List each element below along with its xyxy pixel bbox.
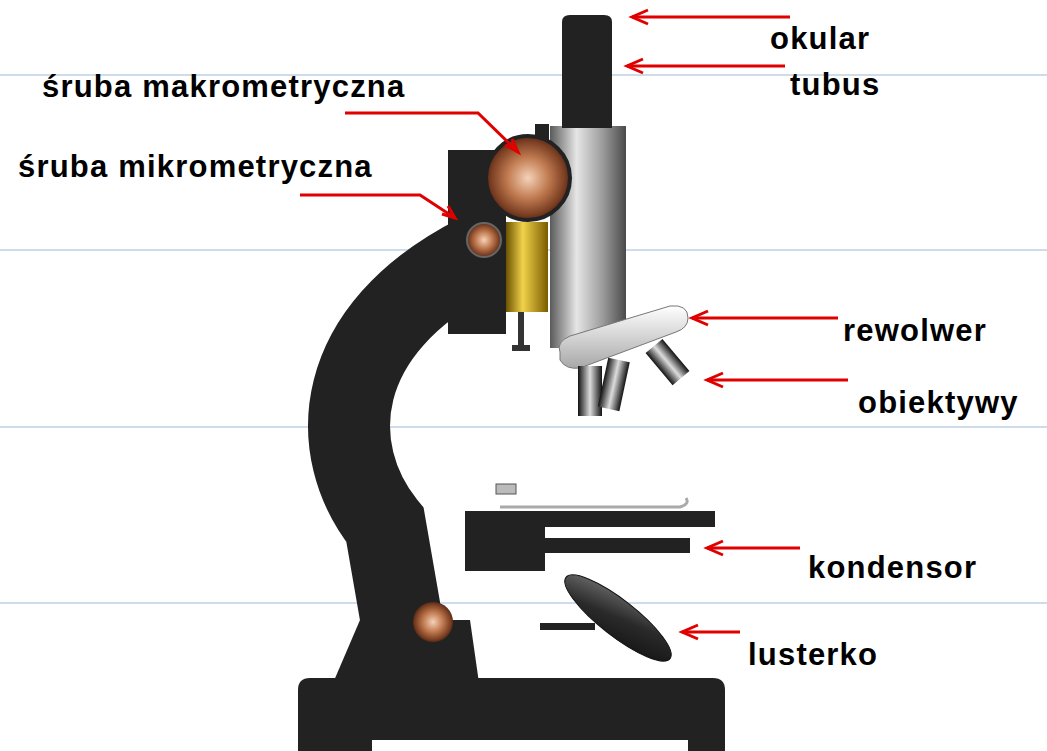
leader-arrows (300, 10, 848, 639)
part-label: okular (770, 22, 870, 56)
base-opening (372, 740, 688, 751)
stage-block (465, 511, 545, 571)
mirror (555, 563, 681, 673)
objective (598, 358, 630, 411)
arm-foot (330, 620, 480, 690)
part-label: tubus (790, 68, 880, 102)
eyepiece (562, 15, 612, 128)
rack (506, 222, 548, 312)
part-label: lusterko (748, 638, 878, 672)
part-label: rewolwer (843, 314, 987, 348)
part-label: śruba makrometryczna (42, 70, 405, 104)
part-label: śruba mikrometryczna (18, 150, 373, 184)
rule-lines (0, 75, 1047, 603)
stage-clip (500, 498, 687, 507)
mirror-holder (540, 623, 595, 630)
coarse-focus-knob (486, 136, 570, 220)
part-label: obiektywy (858, 386, 1019, 420)
fine-focus-knob (467, 223, 501, 257)
pivot-knob (413, 602, 453, 642)
objective (646, 339, 690, 385)
clip-screw (496, 484, 516, 494)
part-label: kondensor (808, 551, 977, 585)
condenser (535, 538, 690, 553)
stop-screw-head (512, 345, 530, 351)
objective (578, 366, 602, 416)
stop-screw (518, 312, 524, 350)
